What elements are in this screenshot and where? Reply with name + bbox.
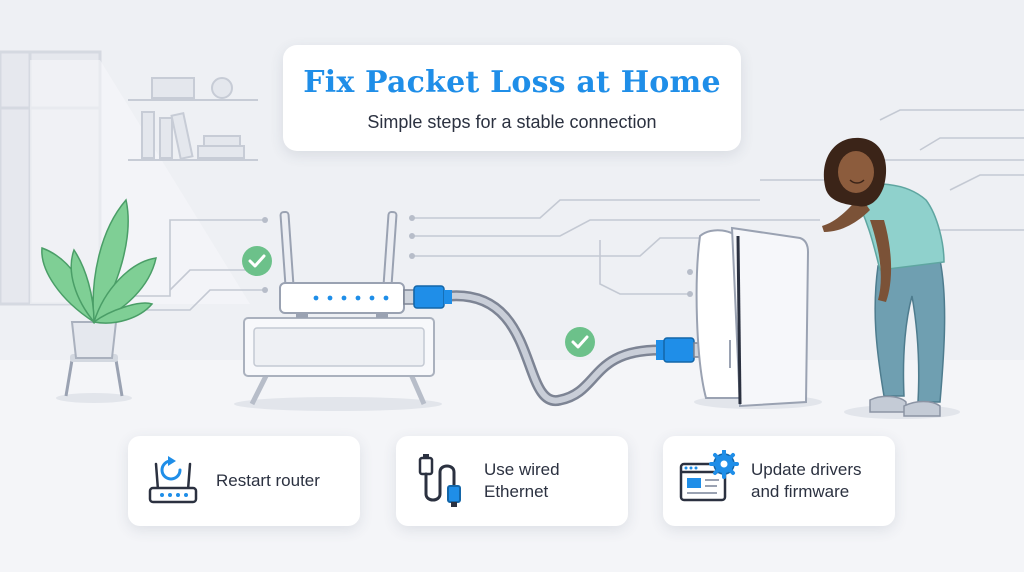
potted-plant	[41, 198, 157, 403]
step-label-restart-router: Restart router	[216, 471, 320, 490]
circuit-dots	[262, 215, 693, 297]
page-subtitle: Simple steps for a stable connection	[367, 112, 657, 132]
check-badge-cable	[565, 327, 595, 357]
ethernet-plug-router	[403, 285, 452, 309]
step-card-restart-router: Restart router	[128, 436, 360, 526]
gear-icon	[709, 450, 739, 479]
page-title: Fix Packet Loss at Home	[303, 65, 721, 100]
settings-window-icon	[679, 450, 739, 502]
router-restart-icon	[148, 456, 198, 504]
woman-figure	[822, 137, 960, 419]
ethernet-cable	[403, 285, 705, 406]
wall-shelves	[128, 77, 258, 161]
step-label-update-drivers: Update drivers and firmware	[751, 460, 862, 501]
title-card: Fix Packet Loss at Home Simple steps for…	[283, 45, 741, 151]
game-console	[694, 226, 822, 409]
window	[0, 50, 250, 306]
check-badge-router	[242, 246, 272, 276]
step-label-wired-ethernet: Use wired Ethernet	[484, 460, 560, 501]
step-card-wired-ethernet: Use wired Ethernet	[396, 436, 628, 526]
ethernet-cable-icon	[418, 454, 461, 507]
step-card-update-drivers: Update drivers and firmware	[663, 436, 895, 526]
router	[279, 211, 405, 318]
ethernet-plug-console	[656, 337, 705, 363]
side-table	[234, 317, 442, 411]
